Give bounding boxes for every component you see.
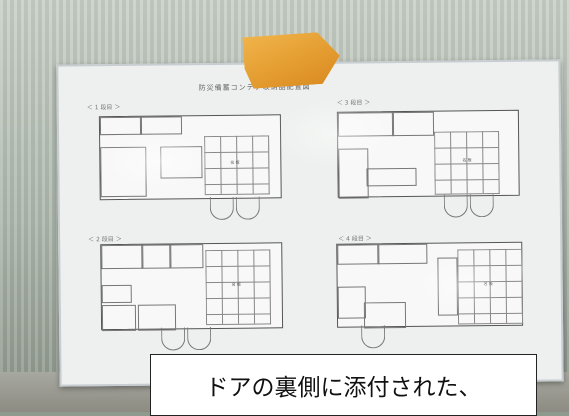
plan-section-2: 名 板	[100, 242, 284, 332]
plan-cell	[101, 244, 144, 270]
plan-cell	[160, 146, 203, 179]
door-swing	[469, 194, 494, 218]
door-swing	[161, 327, 186, 351]
section-label-3: ＜ 3 段目 ＞	[336, 99, 371, 107]
section-label-2: ＜ 2 段目 ＞	[88, 235, 122, 244]
area-label: 名 板	[230, 159, 240, 165]
plan-cell	[101, 304, 137, 332]
plan-cell	[101, 284, 132, 304]
plan-cell	[337, 244, 380, 265]
plan-cell	[337, 286, 367, 319]
door-swing	[361, 325, 386, 349]
plan-cell	[377, 243, 428, 265]
plan-cell	[366, 167, 417, 187]
plan-cell	[437, 257, 458, 316]
plan-cell	[338, 148, 369, 199]
plan-section-3: 名 板	[336, 109, 520, 199]
door-swing	[443, 194, 468, 218]
section-label-4: ＜ 4 段目 ＞	[338, 235, 372, 243]
caption-box: ドアの裏側に添付された、	[150, 354, 537, 416]
plan-section-1: 名 板	[98, 114, 282, 201]
caption-text: ドアの裏側に添付された、	[205, 375, 482, 401]
area-label: 名 板	[462, 157, 472, 163]
plan-cell	[391, 111, 435, 137]
plan-section-4: 名 板	[336, 241, 524, 329]
plan-cell	[141, 244, 172, 269]
door-swing	[235, 196, 260, 220]
plan-cell	[99, 116, 143, 136]
acrylic-board: 防災備蓄コンテナ収納品配置図 ＜ 1 段目 ＞ 名 板 ＜ 3 段目 ＞ 名 板…	[56, 59, 564, 387]
area-label: 名 板	[231, 281, 241, 287]
plan-cell	[100, 146, 147, 198]
plan-cell	[337, 112, 395, 137]
door-swing	[209, 196, 234, 221]
door-swing	[187, 327, 212, 351]
plan-cell	[169, 244, 204, 269]
section-label-1: ＜ 1 段目 ＞	[86, 103, 121, 112]
plan-cell	[139, 116, 183, 135]
area-label: 名 板	[483, 281, 493, 287]
